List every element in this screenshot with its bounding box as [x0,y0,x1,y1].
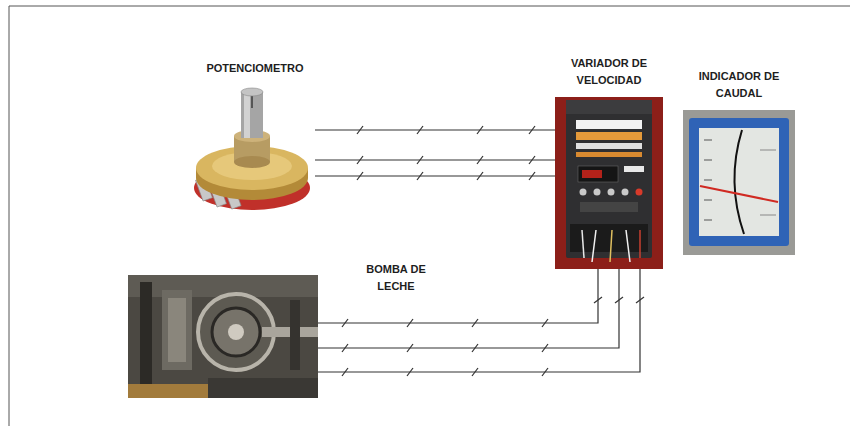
wire-tick [472,344,478,352]
wire-tick [407,319,413,327]
wire-tick [594,297,602,303]
wire-tick [636,297,644,303]
wire-tick [342,319,348,327]
wire-tick [542,368,548,376]
flow-indicator-node: INDICADOR DE CAUDAL [683,110,795,255]
wire-tick [529,156,535,164]
frame-line [9,6,10,426]
component-heading: BOMBA DE LECHE [350,261,442,295]
wire-tick [417,126,423,134]
wire-tick [407,344,413,352]
wire-tick [342,344,348,352]
wire-tick [542,319,548,327]
wire-tick [357,156,363,164]
wire-tick [477,172,483,180]
potentiometer-picture [194,88,310,210]
wire-tick [357,126,363,134]
wire-tick [472,368,478,376]
wire-tick [407,368,413,376]
wire-tick [357,172,363,180]
wire-tick [342,368,348,376]
flow-indicator-picture [683,110,795,255]
wire-tick [615,297,623,303]
wire [318,269,619,348]
speed-drive-picture [555,97,663,269]
wire-tick [477,156,483,164]
speed-drive-node: VARIADOR DE VELOCIDAD [555,97,663,269]
wire [318,269,640,372]
component-heading: VARIADOR DE VELOCIDAD [550,55,668,89]
wire-tick [417,156,423,164]
wire-tick [542,344,548,352]
wire [315,159,555,160]
wire-tick [529,172,535,180]
milk-pump-picture [128,275,318,398]
wire [315,175,555,176]
milk-pump-node: BOMBA DE LECHE [128,275,318,398]
wire-tick [477,126,483,134]
wire [318,269,598,323]
component-heading: INDICADOR DE CAUDAL [683,68,795,102]
wire-tick [417,172,423,180]
wire [315,129,555,130]
wire-tick [472,319,478,327]
wire-tick [529,126,535,134]
potentiometer-node: POTENCIOMETRO [195,85,315,210]
component-heading: POTENCIOMETRO [180,60,330,77]
frame-line [9,6,850,7]
